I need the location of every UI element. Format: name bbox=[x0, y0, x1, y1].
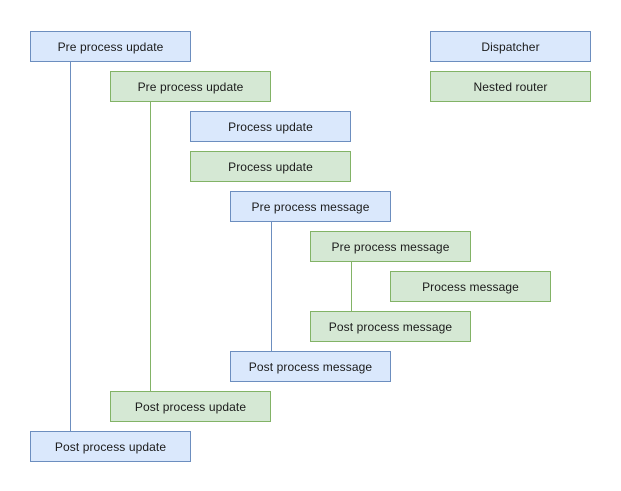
legend-label: Dispatcher bbox=[481, 39, 540, 54]
edge-outer-router bbox=[150, 102, 151, 391]
node-label: Post process message bbox=[328, 319, 453, 334]
node-label: Process update bbox=[228, 119, 313, 134]
node-label: Pre process update bbox=[57, 39, 164, 54]
node-label: Post process message bbox=[248, 359, 373, 374]
pre-process-message-dispatcher[interactable]: Pre process message bbox=[230, 191, 391, 222]
legend-dispatcher[interactable]: Dispatcher bbox=[430, 31, 591, 62]
node-label: Process update bbox=[228, 159, 313, 174]
edge-outer-dispatcher bbox=[70, 62, 71, 431]
post-process-update-dispatcher[interactable]: Post process update bbox=[30, 431, 191, 462]
node-label: Post process update bbox=[134, 399, 247, 414]
node-label: Post process update bbox=[54, 439, 167, 454]
node-label: Pre process message bbox=[251, 199, 370, 214]
legend-label: Nested router bbox=[473, 79, 548, 94]
pre-process-update-dispatcher[interactable]: Pre process update bbox=[30, 31, 191, 62]
edge-inner-dispatcher bbox=[271, 222, 272, 351]
post-process-message-router[interactable]: Post process message bbox=[310, 311, 471, 342]
post-process-message-dispatcher[interactable]: Post process message bbox=[230, 351, 391, 382]
node-label: Process message bbox=[422, 279, 519, 294]
pre-process-update-router[interactable]: Pre process update bbox=[110, 71, 271, 102]
pre-process-message-router[interactable]: Pre process message bbox=[310, 231, 471, 262]
node-label: Pre process update bbox=[137, 79, 244, 94]
process-update-router[interactable]: Process update bbox=[190, 151, 351, 182]
process-update-dispatcher[interactable]: Process update bbox=[190, 111, 351, 142]
node-label: Pre process message bbox=[331, 239, 450, 254]
post-process-update-router[interactable]: Post process update bbox=[110, 391, 271, 422]
legend-nested-router[interactable]: Nested router bbox=[430, 71, 591, 102]
edge-inner-router bbox=[351, 262, 352, 311]
process-message-router[interactable]: Process message bbox=[390, 271, 551, 302]
